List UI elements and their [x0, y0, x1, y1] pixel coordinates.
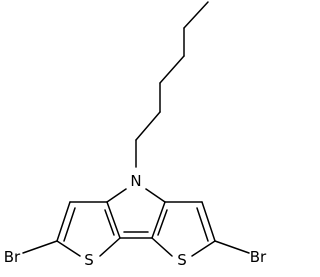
bond-c3-c4: [159, 55, 185, 84]
atom-sulfur-right: S: [177, 251, 187, 269]
bond-n-c3a: [106, 188, 127, 203]
bond-c3a-c7a-double: [104, 209, 115, 236]
bond-c2-s: [56, 240, 81, 257]
bond-c3-c2-double: [63, 207, 76, 242]
hexyl-chain: [135, 1, 209, 168]
thiophene-ring-right: [151, 201, 250, 257]
atom-sulfur-left: S: [84, 251, 94, 269]
bond-c6-s: [191, 240, 216, 257]
molecule-structure: N S S Br Br: [4, 1, 267, 269]
bond-s-c8a: [151, 237, 173, 257]
atom-bromine-left: Br: [4, 248, 21, 266]
bond-c1-c2: [135, 111, 161, 141]
bond-c3a-c7a: [106, 201, 121, 239]
bond-s-c7a: [99, 237, 121, 257]
bond-c5-c6: [183, 1, 209, 29]
bond-c6-br: [214, 240, 250, 254]
atom-nitrogen: N: [130, 172, 141, 190]
bond-c4a-c8a-double: [157, 209, 168, 236]
bond-c4a-c8a: [151, 201, 166, 239]
thiophene-ring-left: [22, 201, 121, 257]
bond-n-c4a: [145, 188, 166, 203]
atom-bromine-right: Br: [250, 248, 267, 266]
bond-c5-c6-double: [196, 207, 209, 242]
bond-c2-br: [22, 240, 58, 254]
bond-c5-c6: [201, 201, 216, 242]
pyrrole-ring: [106, 188, 166, 239]
bond-c3-c2: [56, 201, 71, 242]
